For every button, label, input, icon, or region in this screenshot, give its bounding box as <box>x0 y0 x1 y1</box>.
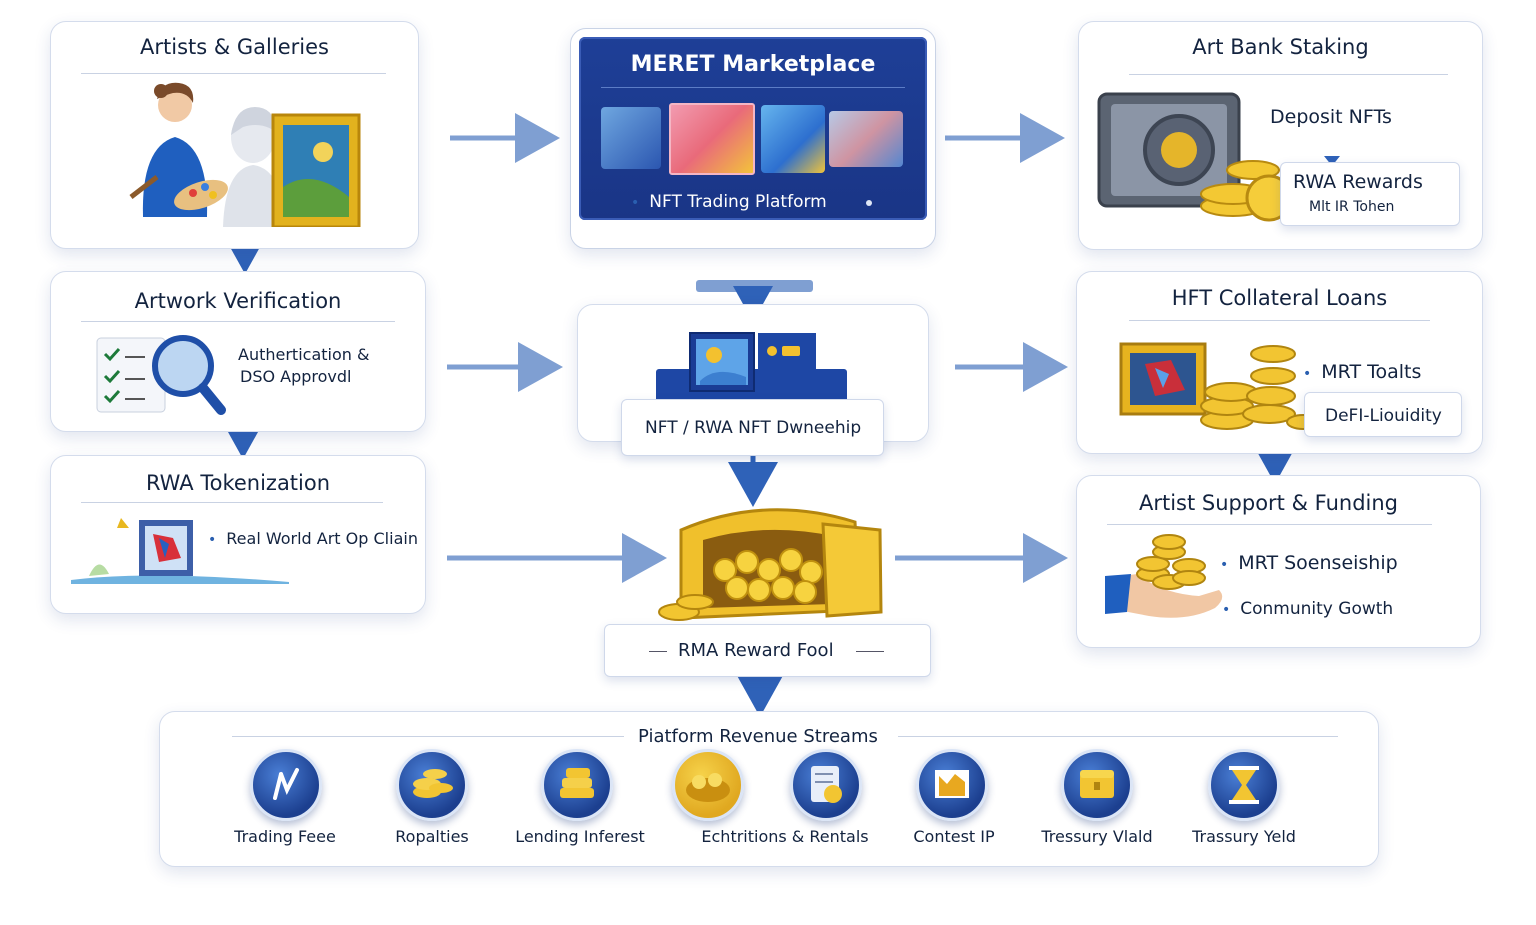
label-rule-left <box>649 651 667 652</box>
stream-treasury-yield-2 <box>1208 749 1280 821</box>
chart-arrow-icon <box>273 768 299 800</box>
defi-liquidity-label: DeFI-Liouidity <box>1325 406 1442 426</box>
artist-painter-icon <box>129 82 361 227</box>
verification-line2: DSO Approvdl <box>240 367 352 386</box>
collateral-loans-card: HFT Collateral Loans MRT Toalts DeFI-Lio… <box>1076 271 1483 454</box>
artwork-verification-card: Artwork Verification Authertication & DS… <box>50 271 426 432</box>
stream-lending-interest <box>541 749 613 821</box>
loans-bullet: MRT Toalts <box>1303 361 1421 383</box>
stream-exhibitions-rentals <box>672 749 744 821</box>
divider <box>81 502 383 503</box>
stream-royalties <box>396 749 468 821</box>
rwa-rewards-label: RWA Rewards <box>1293 171 1423 193</box>
divider <box>1129 74 1448 75</box>
marketplace-panel: MERET Marketplace NFT Trading Platform <box>579 37 927 220</box>
divider <box>1107 524 1432 525</box>
card-title: RWA Tokenization <box>145 471 331 495</box>
stream-label-lending-interest: Lending Inferest <box>515 827 645 846</box>
card-title: Artwork Verification <box>134 289 342 313</box>
stream-content-ip <box>790 749 862 821</box>
coin-stack-icon <box>560 768 594 798</box>
divider-left <box>232 736 624 737</box>
revenue-streams-card: Piatform Revenue Streams <box>159 711 1379 867</box>
rwa-rewards-box: RWA Rewards Mlt IR Tohen <box>1280 162 1460 226</box>
divider <box>81 73 386 74</box>
divider <box>81 321 395 322</box>
card-title: Artists & Galleries <box>140 35 329 59</box>
marketplace-title: MERET Marketplace <box>630 52 876 77</box>
revenue-title: Piatform Revenue Streams <box>638 726 878 747</box>
treasure-chest-icon <box>658 508 883 621</box>
stream-label-trading-fees: Trading Feee <box>234 827 336 846</box>
reward-pool-label: RMA Reward Fool <box>678 640 834 661</box>
artist-support-card: Artist Support & Funding MRT Soenseiship… <box>1076 475 1481 648</box>
support-bullet-1: MRT Soenseiship <box>1220 552 1397 574</box>
artists-galleries-card: Artists & Galleries <box>50 21 419 249</box>
tokenization-bullet: Real World Art Op Cliain <box>208 529 418 548</box>
vault-safe-icon <box>1097 92 1293 222</box>
coins-icon <box>413 769 453 798</box>
stream-trading-fees <box>250 749 322 821</box>
gold-pile-icon <box>686 773 730 802</box>
hourglass-icon <box>1229 766 1259 804</box>
art-bank-staking-card: Art Bank Staking Deposit NFTs RWA Reward… <box>1078 21 1483 250</box>
stream-treasury-yield-1 <box>1061 749 1133 821</box>
nft-thumb-3 <box>761 105 825 173</box>
tokenized-art-icon <box>71 518 289 584</box>
defi-liquidity-box: DeFI-Liouidity <box>1304 392 1462 437</box>
reward-pool-label-box: RMA Reward Fool <box>604 624 931 677</box>
nft-gallery-strip <box>599 103 907 175</box>
ownership-label-box: NFT / RWA NFT Dwneehip <box>621 399 884 456</box>
document-coin-icon <box>811 766 842 803</box>
deposit-label: Deposit NFTs <box>1270 106 1392 128</box>
hand-coins-icon <box>1105 534 1223 618</box>
support-bullet-2: Conmunity Gowth <box>1222 599 1393 619</box>
token-label: Mlt IR Tohen <box>1309 199 1395 215</box>
divider-right <box>898 736 1338 737</box>
nft-monitor-icon <box>656 332 847 404</box>
nft-thumb-1 <box>601 107 661 169</box>
card-title: Artist Support & Funding <box>1138 491 1398 515</box>
nft-thumb-4 <box>829 111 903 167</box>
stream-label-exhibitions: Echtritions & Rentals <box>701 827 869 846</box>
deposit-down-arrow <box>1324 156 1340 166</box>
treasure-chest-icon <box>1080 770 1114 798</box>
marketplace-subtitle: NFT Trading Platform <box>631 192 826 212</box>
label-rule-right <box>856 651 884 652</box>
nft-thumb-2 <box>669 103 755 175</box>
stream-label-treasury-2: Trassury Yeld <box>1192 827 1296 846</box>
frame-coins-icon <box>1119 342 1319 430</box>
card-title: Art Bank Staking <box>1192 35 1369 59</box>
subtitle-dot-right <box>866 200 872 206</box>
stream-label-royalties: Ropalties <box>395 827 469 846</box>
stream-contest-ip <box>916 749 988 821</box>
divider <box>601 87 905 88</box>
verification-line1: Authertication & <box>238 345 370 364</box>
divider <box>1129 320 1430 321</box>
ownership-label: NFT / RWA NFT Dwneehip <box>645 418 862 438</box>
card-title: HFT Collateral Loans <box>1171 286 1388 310</box>
marketplace-stand <box>696 280 813 292</box>
stream-label-treasury-1: Tressury Vlald <box>1041 827 1153 846</box>
rwa-tokenization-card: RWA Tokenization Real World Art Op Cliai… <box>50 455 426 614</box>
checklist-magnifier-icon <box>96 335 226 415</box>
frame-icon <box>935 770 969 798</box>
marketplace-card: MERET Marketplace NFT Trading Platform <box>570 28 936 249</box>
stream-label-contest-ip: Contest IP <box>913 827 995 846</box>
